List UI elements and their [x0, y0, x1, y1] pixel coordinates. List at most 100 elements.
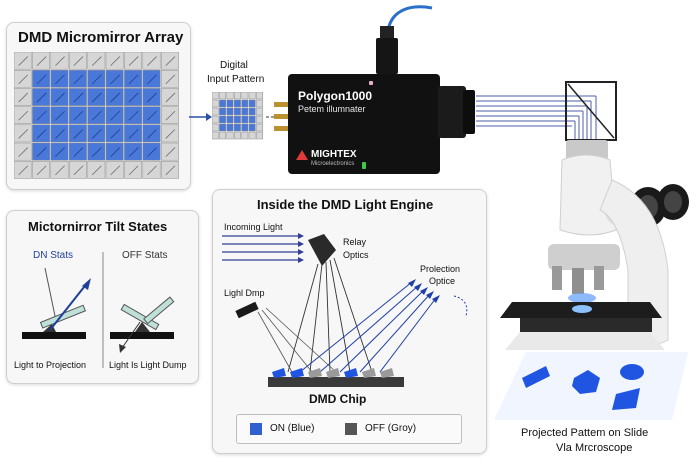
mirror-on	[32, 142, 51, 161]
mirror-tilt-mark	[128, 56, 139, 66]
mirror-tilt-mark	[110, 92, 121, 103]
mirror-off	[124, 160, 143, 179]
mirror-off	[50, 52, 69, 70]
mirror-on	[87, 106, 106, 125]
mirror-on	[124, 69, 143, 88]
mirror-on	[50, 88, 69, 106]
mirror-tilt-mark	[36, 92, 47, 103]
mirror-on	[233, 115, 241, 124]
mirror-tilt-mark	[55, 92, 65, 103]
mirror-tilt-mark	[18, 165, 29, 176]
input-pattern-label-line2: Input Pattern	[207, 74, 265, 85]
mirror-on	[226, 107, 234, 116]
mirror-off	[14, 52, 32, 70]
mirror-on	[142, 88, 161, 106]
mirror-tilt-mark	[36, 165, 47, 176]
mirror-off	[68, 160, 87, 179]
mirror-off	[256, 131, 264, 140]
microscope-caption-line2: Vla Mrcroscope	[556, 442, 633, 454]
mirror-tilt-mark	[36, 110, 47, 121]
mirror-on	[142, 124, 161, 143]
mirror-tilt-mark	[18, 92, 29, 103]
projection-optics-line1: Prolection	[420, 264, 461, 274]
mirror-on	[124, 106, 143, 125]
device-lens	[438, 86, 466, 138]
mirror-off	[14, 69, 32, 88]
mirror-on	[219, 123, 227, 132]
dmd-array-title: DMD Micromirror Array	[18, 29, 184, 46]
mirror-off	[241, 131, 249, 140]
mirror-on	[219, 107, 227, 116]
mirror-tilt-mark	[165, 110, 176, 121]
mirror-off	[124, 52, 143, 70]
mirror-off	[14, 124, 32, 143]
tilt-on-label: DN Stats	[33, 250, 74, 261]
mirror-tilt-mark	[147, 56, 157, 66]
mirror-off	[142, 160, 161, 179]
mirror-on	[105, 69, 124, 88]
mirror-off	[256, 107, 264, 116]
light-dump-label: Lighl Dmp	[224, 288, 265, 298]
mirror-off	[256, 92, 264, 100]
mirror-tilt-mark	[110, 74, 121, 85]
mirror-tilt-mark	[165, 56, 176, 66]
legend-off-label: OFF (Groy)	[365, 423, 417, 434]
mirror-tilt-mark	[73, 74, 84, 85]
mirror-tilt-mark	[91, 56, 102, 66]
polygon-device-body	[288, 74, 440, 174]
incoming-light-label: Incoming Light	[224, 222, 283, 232]
mirror-on	[219, 99, 227, 108]
dmd-chip-label: DMD Chip	[309, 392, 367, 406]
mirror-tilt-mark	[110, 165, 121, 176]
mirror-tilt-mark	[91, 147, 102, 157]
mirror-off	[226, 92, 234, 100]
mirror-off	[32, 52, 51, 70]
mirror-tilt-mark	[91, 129, 102, 139]
tilt-on-caption: Light to Projection	[14, 360, 87, 370]
mirror-on	[226, 123, 234, 132]
mirror-on	[233, 123, 241, 132]
legend-on-swatch	[250, 423, 262, 435]
tilt-states-title: Mictornirror Tilt States	[28, 219, 168, 234]
mirror-on	[226, 99, 234, 108]
mirror-on	[68, 88, 87, 106]
mirror-on	[241, 99, 249, 108]
mirror-tilt-mark	[55, 165, 65, 176]
mirror-tilt-mark	[73, 110, 84, 121]
mirror-on	[50, 69, 69, 88]
mirror-off	[87, 160, 106, 179]
mirror-off	[87, 52, 106, 70]
dmd-mirror-grid	[14, 52, 179, 179]
mirror-on	[226, 115, 234, 124]
mirror-tilt-mark	[18, 110, 29, 121]
mirror-off	[68, 52, 87, 70]
tilt-off-label: OFF Stats	[122, 250, 168, 261]
mirror-tilt-mark	[18, 147, 29, 157]
mirror-off	[142, 52, 161, 70]
mirror-tilt-mark	[91, 92, 102, 103]
light-engine-panel	[212, 189, 487, 454]
mirror-tilt-mark	[91, 74, 102, 85]
mirror-on	[105, 124, 124, 143]
light-engine-title: Inside the DMD Light Engine	[257, 197, 434, 212]
mirror-on	[32, 124, 51, 143]
mirror-tilt-mark	[165, 129, 176, 139]
mirror-on	[87, 88, 106, 106]
mirror-tilt-mark	[128, 74, 139, 85]
mirror-on	[142, 106, 161, 125]
mirror-on	[241, 123, 249, 132]
mirror-on	[68, 69, 87, 88]
mightex-logo-icon	[296, 150, 308, 160]
legend-on-label: ON (Blue)	[270, 423, 315, 434]
mirror-tilt-mark	[128, 92, 139, 103]
device-brand: MIGHTEX	[311, 149, 357, 160]
mirror-on	[32, 106, 51, 125]
mirror-tilt-mark	[55, 56, 65, 66]
mirror-off	[248, 92, 256, 100]
mirror-tilt-mark	[147, 147, 157, 157]
mirror-off	[212, 123, 219, 132]
mirror-tilt-mark	[73, 56, 84, 66]
mirror-on	[68, 124, 87, 143]
relay-optics-line1: Relay	[343, 237, 367, 247]
